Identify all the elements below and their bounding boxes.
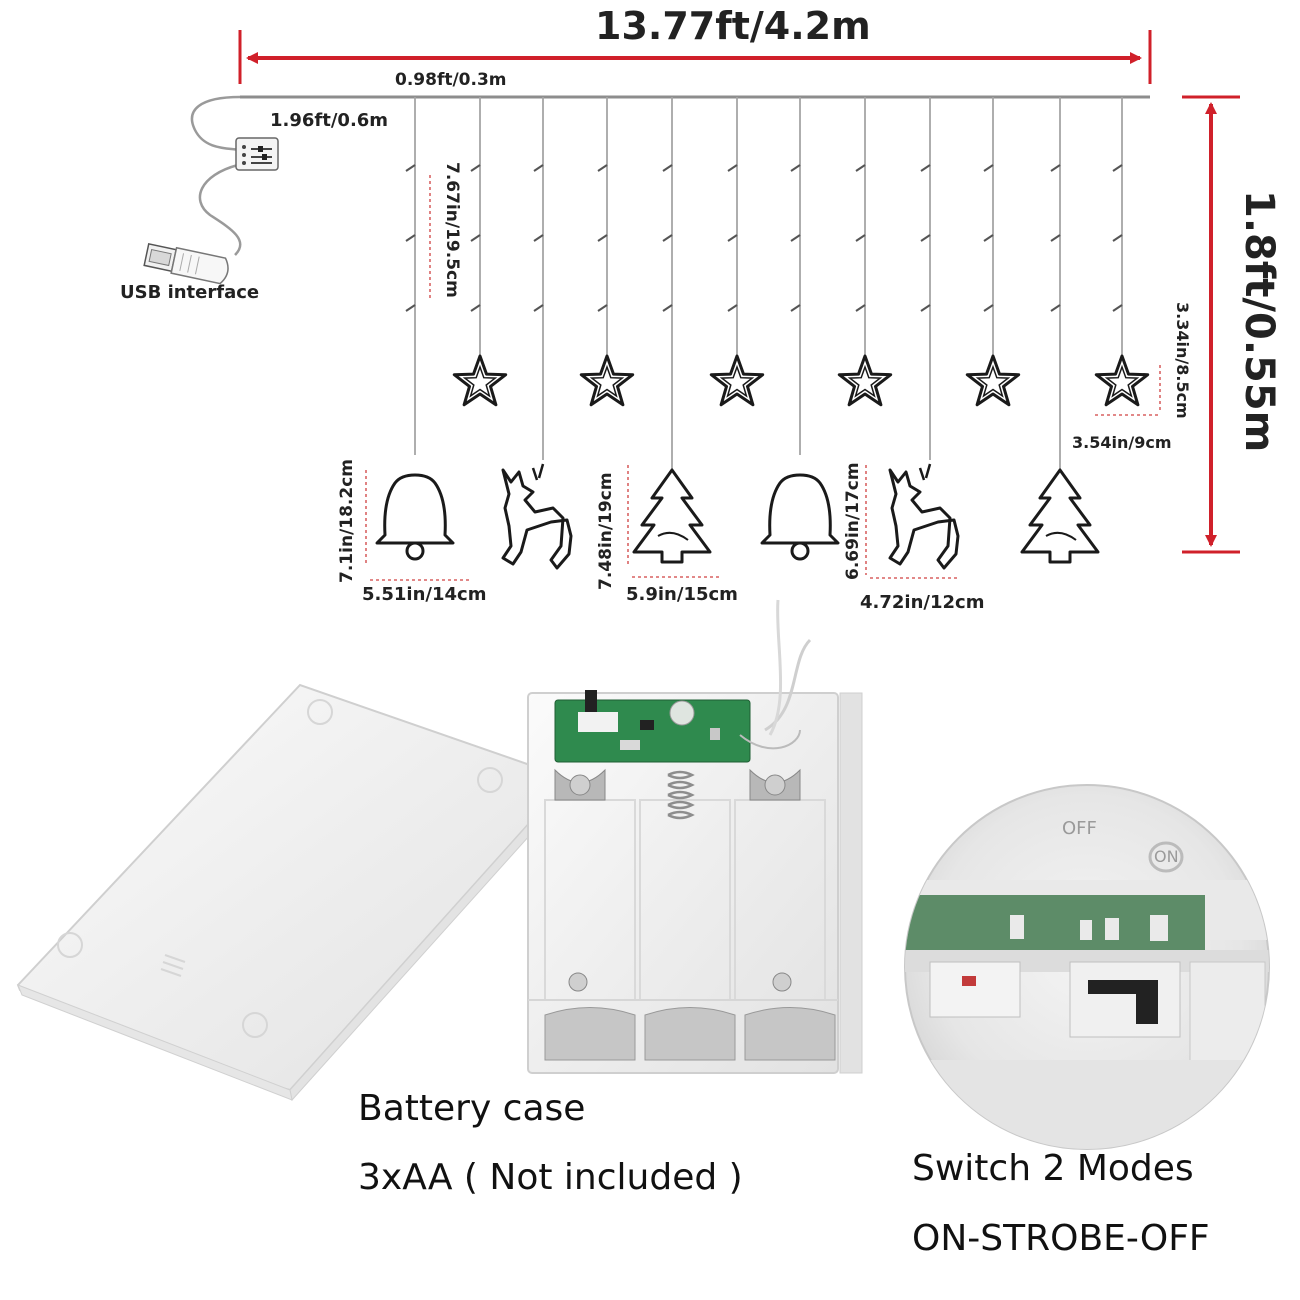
star-icon (965, 354, 1021, 407)
led-bead (405, 304, 416, 312)
star-inner-outline (589, 364, 625, 398)
tree-garland (657, 531, 689, 541)
led-bead (855, 164, 866, 172)
battery-case (527, 599, 863, 1074)
star-inner-outline (462, 364, 498, 398)
led-bead (470, 234, 481, 242)
led-bead (662, 304, 673, 312)
star-icon (709, 354, 765, 407)
led-bead (727, 164, 738, 172)
bell-clapper (405, 541, 425, 561)
star-inner-outline (719, 364, 755, 398)
switch-on-label: ON (1154, 847, 1179, 866)
led-bead (983, 164, 994, 172)
bell-clapper (790, 541, 810, 561)
battery-case-caption: Battery case (358, 1088, 586, 1129)
led-bead (470, 164, 481, 172)
led-bead (983, 234, 994, 242)
usb-plug-icon (143, 242, 229, 285)
led-bead (855, 234, 866, 242)
led-bead (597, 234, 608, 242)
reindeer-icon (888, 468, 960, 570)
star-inner-outline (847, 364, 883, 398)
bell-icon (760, 473, 840, 545)
led-bead (662, 164, 673, 172)
lead-cable-label: 1.96ft/0.6m (270, 110, 389, 131)
tree-width-label: 5.9in/15cm (626, 584, 738, 605)
switch-closeup (904, 784, 1270, 1150)
star-icon (579, 354, 635, 407)
height-dimension-arrow (1182, 95, 1240, 554)
bell-icon (375, 473, 455, 545)
star-icon (1094, 354, 1150, 407)
control-box-icon (235, 137, 279, 171)
led-bead (1112, 304, 1123, 312)
switch-off-label: OFF (1062, 818, 1097, 839)
total-length-label: 13.77ft/4.2m (595, 4, 871, 48)
led-bead (920, 164, 931, 172)
star-inner-outline (1104, 364, 1140, 398)
led-bead (533, 164, 544, 172)
tree-garland (1045, 531, 1077, 541)
led-bead (470, 304, 481, 312)
led-bead (1050, 304, 1061, 312)
led-bead (405, 234, 416, 242)
christmas-tree-icon (632, 468, 712, 564)
led-bead (727, 304, 738, 312)
led-bead (597, 304, 608, 312)
bell-width-label: 5.51in/14cm (362, 584, 487, 605)
switch-modes-caption: Switch 2 Modes (912, 1148, 1194, 1189)
circuit-board (554, 690, 751, 763)
switch-sequence-caption: ON-STROBE-OFF (912, 1218, 1210, 1259)
usb-lead-cable (190, 95, 241, 152)
led-bead (405, 164, 416, 172)
star-inner-outline (975, 364, 1011, 398)
led-bead (855, 304, 866, 312)
led-bead (920, 234, 931, 242)
spring-contact (667, 770, 695, 820)
led-bead (983, 304, 994, 312)
led-bead (1050, 164, 1061, 172)
dimension-guides (365, 175, 1161, 581)
drop-height-label: 1.8ft/0.55m (1236, 190, 1282, 453)
strand-length-label: 7.67in/19.5cm (442, 162, 462, 298)
deer-width-label: 4.72in/12cm (860, 592, 985, 613)
led-bead (790, 234, 801, 242)
led-bead (533, 304, 544, 312)
led-bead (790, 304, 801, 312)
hanging-strands (375, 97, 1150, 570)
led-bead (597, 164, 608, 172)
star-width-label: 3.54in/9cm (1072, 433, 1172, 452)
tree-height-label: 7.48in/19cm (596, 472, 616, 590)
battery-requirement-caption: 3xAA ( Not included ) (358, 1157, 743, 1198)
led-bead (1112, 234, 1123, 242)
led-bead (1050, 234, 1061, 242)
width-dimension-arrow (238, 30, 1152, 84)
star-height-label: 3.34in/8.5cm (1173, 302, 1192, 419)
led-bead (662, 234, 673, 242)
led-bead (1112, 164, 1123, 172)
battery-lid (16, 683, 552, 1102)
led-bead (790, 164, 801, 172)
christmas-tree-icon (1020, 468, 1100, 564)
reindeer-antlers (531, 463, 545, 481)
led-bead (727, 234, 738, 242)
led-bead (920, 304, 931, 312)
deer-height-label: 6.69in/17cm (843, 462, 863, 580)
star-icon (452, 354, 508, 407)
reindeer-icon (501, 468, 573, 570)
spacing-label: 0.98ft/0.3m (395, 70, 507, 90)
usb-interface-label: USB interface (120, 282, 260, 303)
star-icon (837, 354, 893, 407)
reindeer-antlers (918, 463, 932, 481)
bell-height-label: 7.1in/18.2cm (337, 459, 357, 583)
led-bead (533, 234, 544, 242)
